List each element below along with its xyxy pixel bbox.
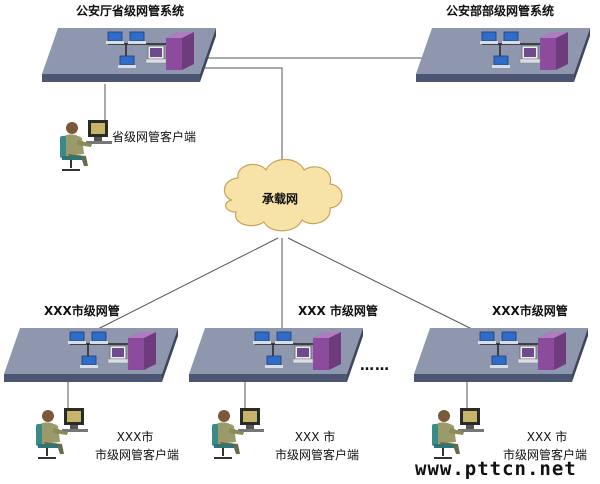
city-3-network-platform-icon	[413, 327, 589, 383]
city-3-client-label-line1: XXX 市	[526, 430, 568, 444]
link-provincial-bearer	[200, 67, 283, 170]
city-1-network-platform-icon	[3, 327, 179, 383]
link-bearer-city-1	[91, 237, 279, 333]
city-3-client-label-line2: 市级网管客户端	[502, 448, 587, 462]
city-1-client-operator-icon	[35, 407, 89, 459]
city-3-client-operator-icon	[431, 407, 485, 459]
city-2-client-operator-icon	[211, 407, 265, 459]
city-2-client-label-line2: 市级网管客户端	[274, 448, 359, 462]
provincial-network-platform-icon	[41, 27, 217, 83]
ministry-network-platform-icon	[415, 27, 591, 83]
more-cities-ellipsis: ……	[360, 358, 390, 374]
city-1-client-label-line1: XXX市	[116, 430, 154, 444]
link-bearer-city-3	[287, 237, 479, 333]
city-1-system-label: XXX市级网管	[44, 304, 120, 318]
provincial-client-operator-icon	[59, 119, 113, 171]
ministry-system-label: 公安部部级网管系统	[446, 4, 555, 18]
bearer-network-cloud-icon	[223, 158, 343, 232]
city-1-client-label-line2: 市级网管客户端	[94, 448, 179, 462]
provincial-client-label: 省级网管客户端	[112, 130, 197, 144]
city-2-network-platform-icon	[188, 327, 364, 383]
city-2-client-label-line1: XXX 市	[294, 430, 336, 444]
watermark-text: www.pttcn.net	[415, 458, 577, 480]
city-2-system-label: XXX 市级网管	[298, 304, 378, 318]
provincial-system-label: 公安厅省级网管系统	[76, 4, 185, 18]
city-3-system-label: XXX市级网管	[492, 304, 568, 318]
bearer-network-label: 承载网	[262, 192, 299, 206]
